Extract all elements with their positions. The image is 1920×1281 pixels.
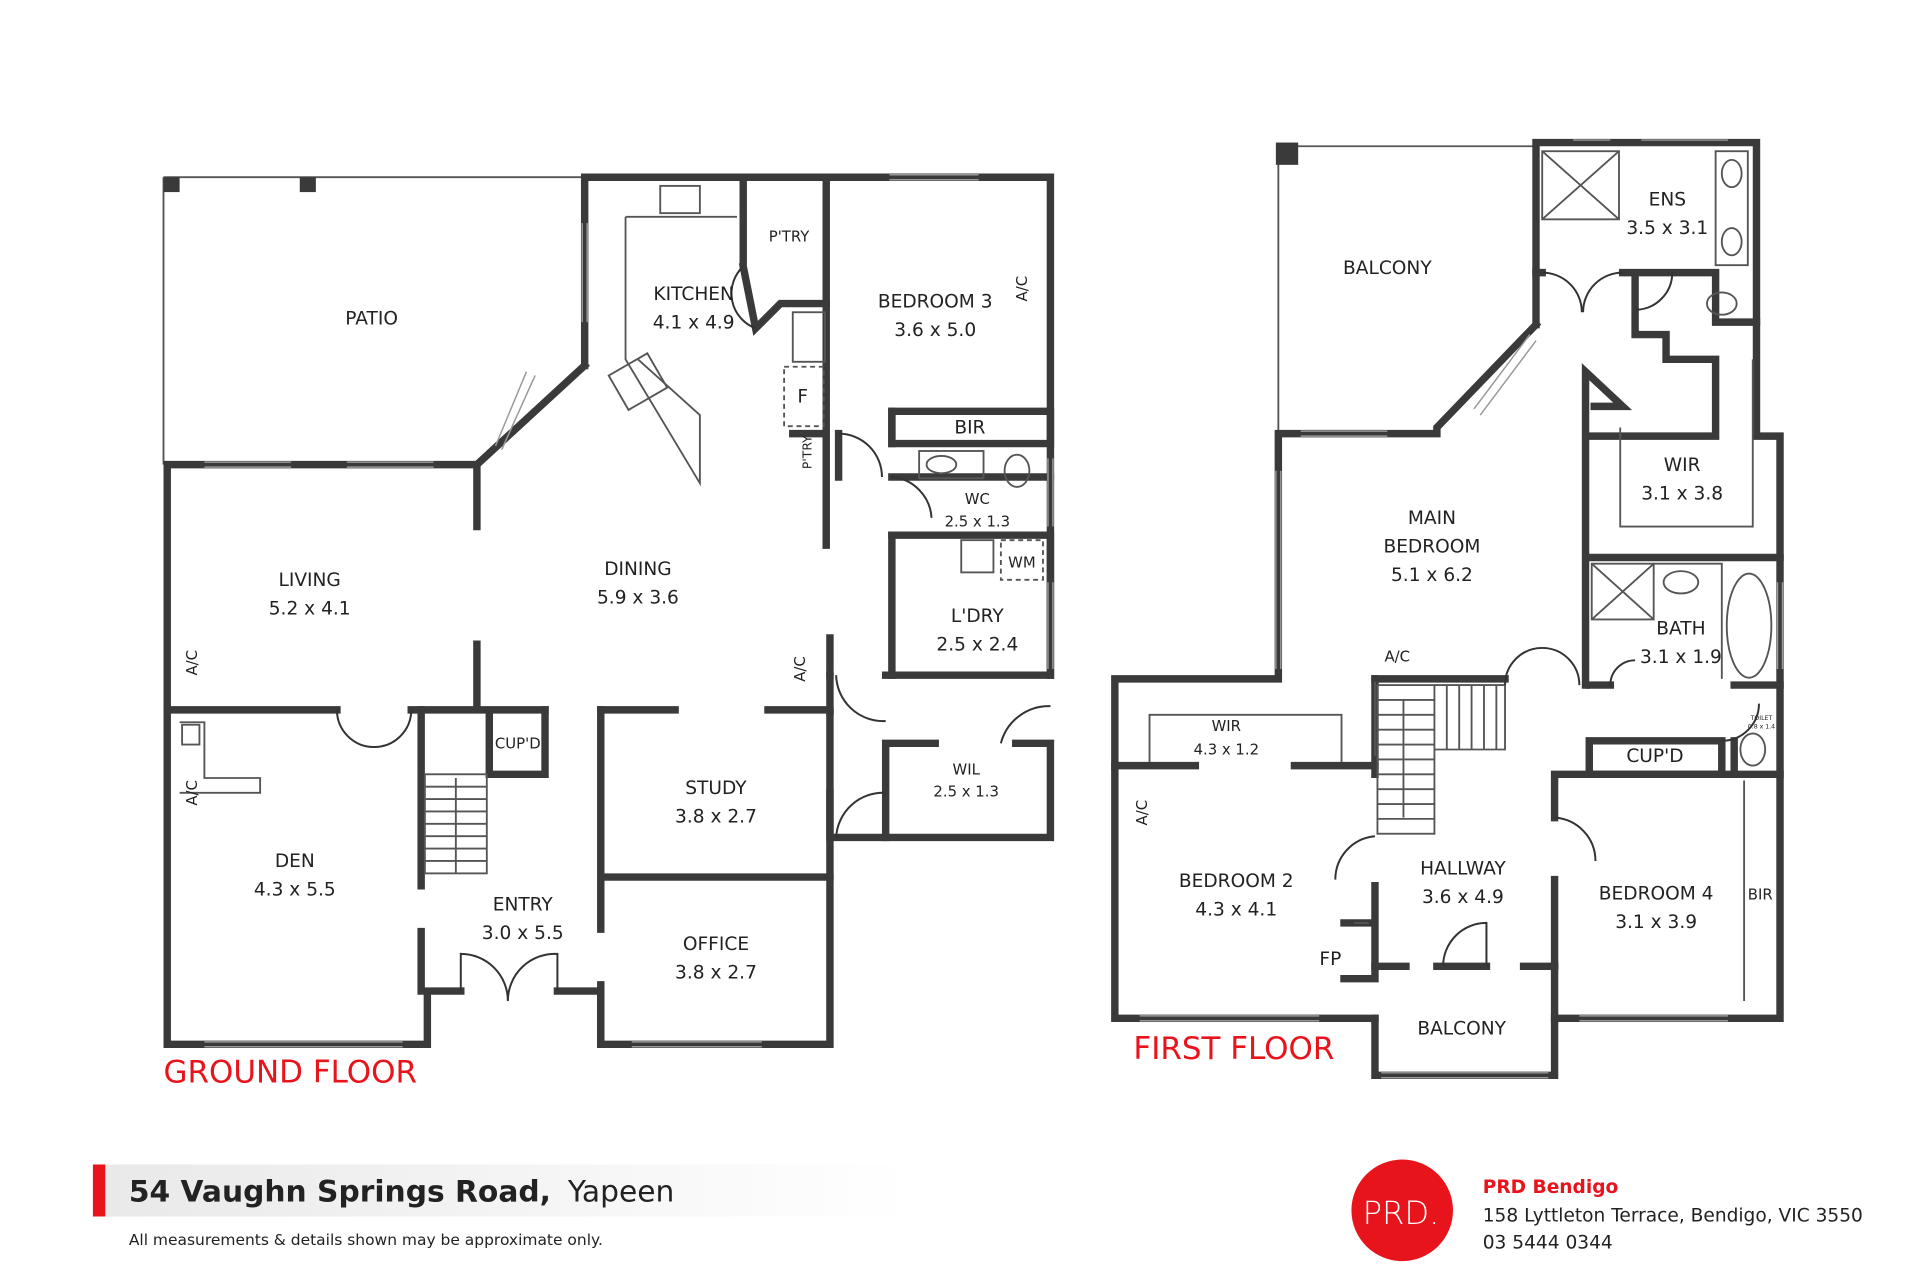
room-dining: DINING (604, 559, 671, 580)
room-cupboard: CUP'D (495, 734, 541, 752)
disclaimer: All measurements & details shown may be … (129, 1231, 603, 1249)
room-bedroom2: BEDROOM 2 (1179, 871, 1294, 892)
room-wc: WC (965, 490, 990, 508)
room-wir: WIR (1664, 455, 1701, 476)
room-office-size: 3.8 x 2.7 (675, 963, 757, 984)
room-wir2: WIR (1212, 717, 1241, 735)
room-toilet-size: 0.8 x 1.4 (1748, 723, 1775, 730)
room-bedroom3-size: 3.6 x 5.0 (894, 320, 976, 341)
room-balcony: BALCONY (1343, 258, 1432, 279)
room-den: DEN (275, 851, 315, 872)
agency-address: 158 Lyttleton Terrace, Bendigo, VIC 3550 (1483, 1205, 1863, 1226)
room-cupboard: CUP'D (1626, 746, 1683, 767)
agency-name: PRD Bendigo (1483, 1177, 1619, 1198)
room-bedroom3: BEDROOM 3 (878, 291, 993, 312)
room-hallway-size: 3.6 x 4.9 (1422, 887, 1504, 908)
label-fireplace: FP (1319, 949, 1341, 970)
room-bedroom4: BEDROOM 4 (1599, 883, 1714, 904)
room-study: STUDY (685, 778, 747, 799)
room-wir2-size: 4.3 x 1.2 (1194, 740, 1260, 758)
agency-phone: 03 5444 0344 (1483, 1233, 1613, 1254)
room-wil-size: 2.5 x 1.3 (933, 783, 999, 801)
room-study-size: 3.8 x 2.7 (675, 807, 757, 828)
room-wil: WIL (953, 760, 981, 778)
room-office: OFFICE (683, 934, 749, 955)
first-floor-labels: BALCONY ENS 3.5 x 3.1 MAIN BEDROOM 5.1 x… (1133, 190, 1775, 1067)
room-bath-size: 3.1 x 1.9 (1640, 647, 1722, 668)
ground-floor-title: GROUND FLOOR (164, 1055, 418, 1091)
label-wm: WM (1008, 553, 1036, 571)
room-laundry: L'DRY (951, 606, 1004, 627)
room-toilet: TOILET (1750, 715, 1773, 722)
room-balcony2: BALCONY (1417, 1018, 1506, 1039)
label-ac: A/C (1013, 276, 1031, 302)
room-patio: PATIO (345, 309, 398, 330)
room-bir: BIR (954, 418, 985, 439)
ground-floor-labels: PATIO KITCHEN 4.1 x 4.9 P'TRY BEDROOM 3 … (164, 228, 1036, 1091)
room-kitchen-size: 4.1 x 4.9 (653, 312, 735, 333)
room-wir-size: 3.1 x 3.8 (1641, 483, 1723, 504)
ground-floor-plan (162, 173, 1055, 1049)
label-ac: A/C (1133, 800, 1151, 826)
prd-logo: PRD. (1351, 1159, 1454, 1262)
label-fridge: F (797, 387, 808, 408)
room-bedroom2-size: 4.3 x 4.1 (1195, 899, 1277, 920)
label-ac: A/C (183, 650, 201, 676)
room-bath: BATH (1656, 618, 1705, 639)
address-street: 54 Vaughn Springs Road, (129, 1175, 551, 1210)
label-ac: A/C (791, 656, 809, 682)
room-pantry: P'TRY (769, 228, 810, 246)
svg-text:54 Vaughn Springs Road,: 54 Vaughn Springs Road, Yapeen (129, 1175, 675, 1210)
address-band (105, 1164, 911, 1217)
first-floor-plan (1111, 138, 1784, 1080)
footer: 54 Vaughn Springs Road, Yapeen All measu… (92, 1159, 1863, 1262)
room-living-size: 5.2 x 4.1 (269, 598, 351, 619)
room-pantry2: P'TRY (800, 435, 814, 469)
first-floor-title: FIRST FLOOR (1133, 1031, 1334, 1067)
label-ac: A/C (1384, 648, 1410, 666)
address-suburb: Yapeen (567, 1175, 675, 1210)
accent-bar (92, 1164, 106, 1217)
room-entry: ENTRY (493, 895, 554, 916)
room-den-size: 4.3 x 5.5 (254, 880, 336, 901)
room-wc-size: 2.5 x 1.3 (945, 513, 1011, 531)
room-bedroom4-size: 3.1 x 3.9 (1615, 912, 1697, 933)
room-dining-size: 5.9 x 3.6 (597, 587, 679, 608)
room-living: LIVING (279, 570, 341, 591)
room-kitchen: KITCHEN (653, 284, 734, 305)
room-bir: BIR (1748, 885, 1773, 903)
room-entry-size: 3.0 x 5.5 (482, 923, 564, 944)
room-main-bedroom-size: 5.1 x 6.2 (1391, 565, 1473, 586)
room-hallway: HALLWAY (1420, 859, 1506, 880)
room-ensuite: ENS (1649, 190, 1686, 211)
room-ensuite-size: 3.5 x 3.1 (1626, 218, 1708, 239)
room-laundry-size: 2.5 x 2.4 (936, 634, 1018, 655)
label-ac: A/C (183, 780, 201, 806)
room-main-bedroom: MAIN (1408, 508, 1456, 529)
room-main-bedroom-2: BEDROOM (1383, 537, 1480, 558)
logo-text: PRD. (1363, 1194, 1440, 1232)
